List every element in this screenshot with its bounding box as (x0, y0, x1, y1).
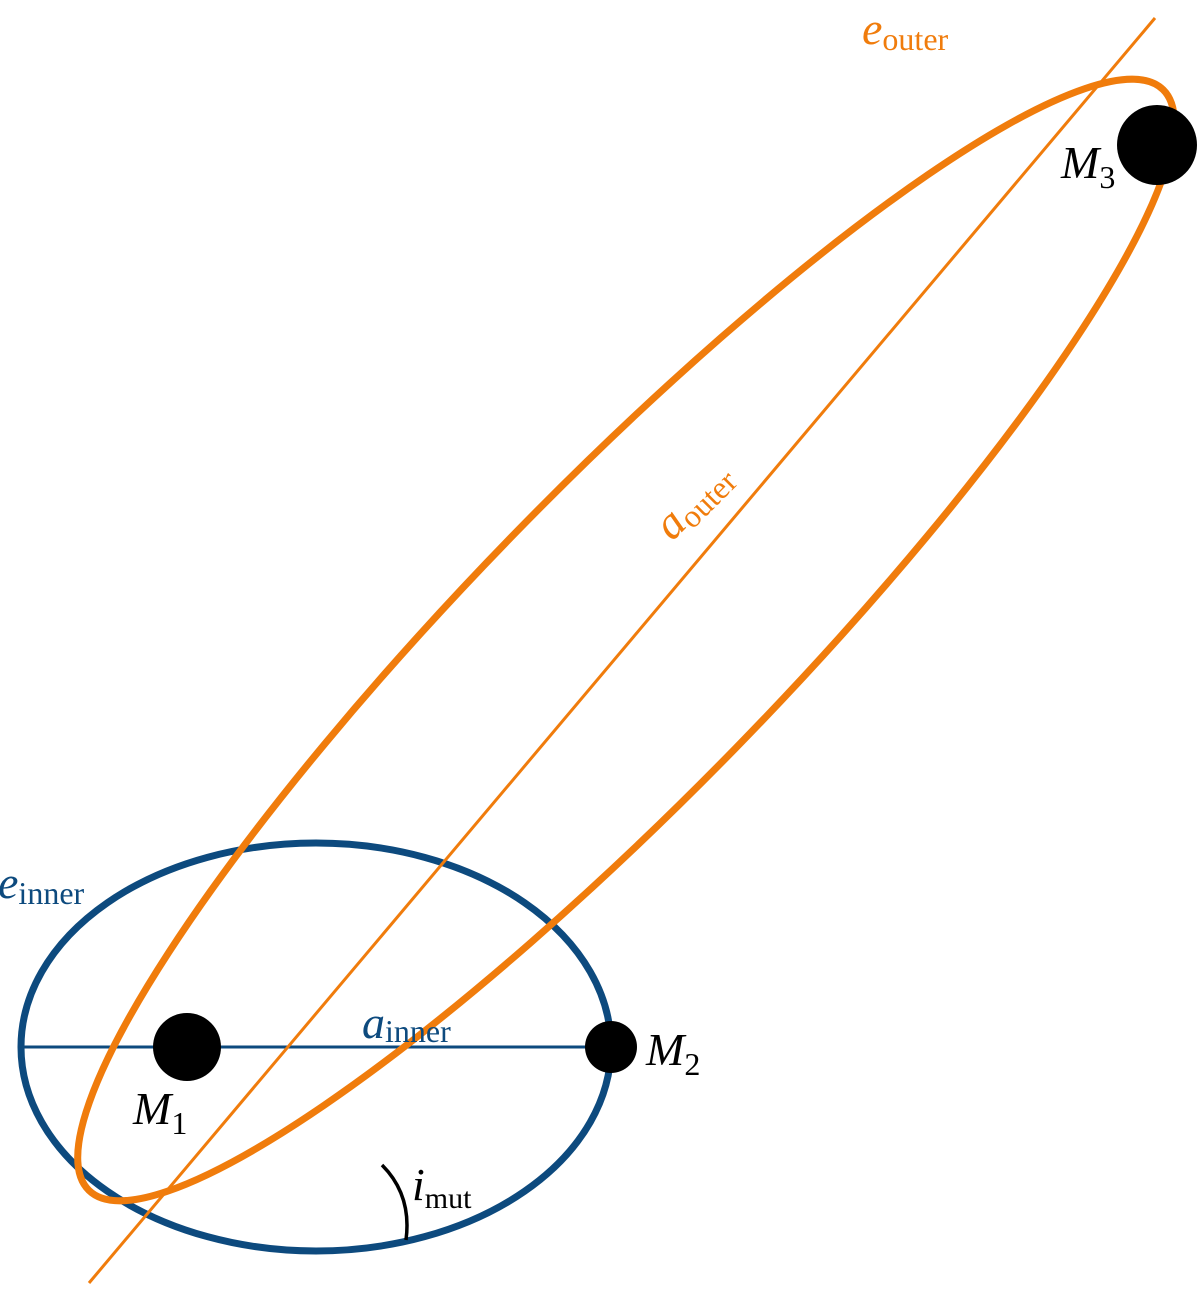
m2-body (585, 1021, 637, 1073)
a-inner-label: ainner (362, 997, 451, 1049)
a-outer-label: aouter (643, 450, 744, 551)
mutual-inclination-arc (380, 1163, 409, 1241)
m1-label: M1 (132, 1083, 187, 1141)
m2-label: M2 (645, 1024, 700, 1082)
outer-semi-major-axis (87, 17, 1157, 1284)
m3-label: M3 (1060, 137, 1115, 195)
i-mut-label: imut (412, 1159, 472, 1215)
m3-body (1117, 105, 1197, 185)
e-outer-label: eouter (862, 3, 949, 57)
m1-body (153, 1013, 221, 1081)
e-inner-label: einner (0, 857, 85, 911)
